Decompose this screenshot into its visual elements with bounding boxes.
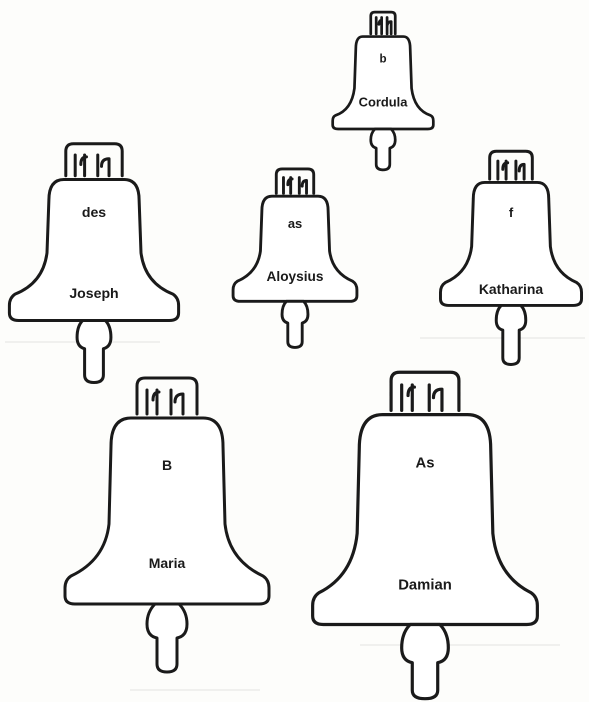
bell-note: f <box>509 205 514 220</box>
scan-artifacts <box>5 338 585 690</box>
bell-katharina: f Katharina <box>440 151 581 364</box>
clapper-icon <box>147 604 187 672</box>
bell-name: Maria <box>149 555 186 571</box>
bell-name: Aloysius <box>267 269 324 284</box>
bell-body <box>233 196 357 301</box>
crown-icon <box>490 151 533 179</box>
clapper-icon <box>282 301 308 347</box>
crown-icon <box>371 12 395 34</box>
clapper-icon <box>77 320 111 382</box>
bell-body <box>65 418 269 604</box>
bell-note: des <box>82 204 106 220</box>
bell-joseph: des Joseph <box>9 144 178 383</box>
bell-cordula: b Cordula <box>333 12 434 170</box>
bell-damian: As Damian <box>313 372 538 698</box>
bell-note: B <box>162 457 172 473</box>
bell-note: b <box>379 53 386 65</box>
bell-name: Joseph <box>69 285 118 301</box>
bell-aloysius: as Aloysius <box>233 169 357 348</box>
clapper-icon <box>371 129 395 170</box>
bell-name: Damian <box>398 578 452 594</box>
clapper-icon <box>496 305 526 364</box>
crown-icon <box>66 144 122 176</box>
bell-maria: B Maria <box>65 378 269 672</box>
crown-icon <box>276 169 313 193</box>
bell-note: As <box>416 456 435 472</box>
bell-name: Katharina <box>479 281 544 297</box>
bell-note: as <box>288 216 302 231</box>
clapper-icon <box>402 625 449 699</box>
crown-icon <box>137 378 197 414</box>
crown-icon <box>391 372 459 410</box>
bell-body <box>333 37 434 129</box>
bell-name: Cordula <box>359 95 409 110</box>
